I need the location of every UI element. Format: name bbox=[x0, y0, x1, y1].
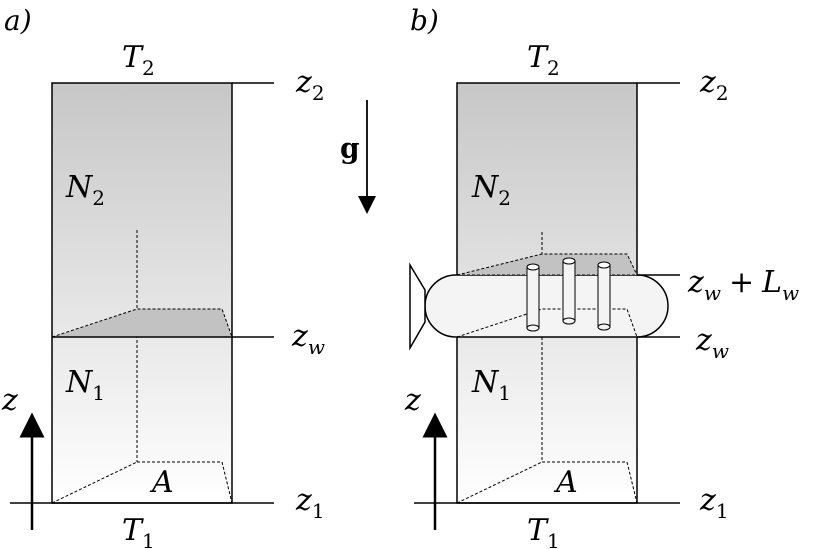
pore bbox=[597, 261, 611, 331]
panel-b-tag: b) bbox=[410, 4, 439, 37]
panel-a-region-upper: N2 bbox=[65, 170, 105, 210]
panel-b-region-lower: N1 bbox=[471, 365, 511, 405]
panel-a-slab bbox=[52, 309, 232, 337]
panel-b-fin bbox=[409, 262, 426, 351]
gravity-label: g bbox=[340, 132, 360, 165]
panel-b-level-top: z2 bbox=[699, 65, 729, 105]
panel-a-column bbox=[51, 82, 233, 504]
panel-b-slab-top bbox=[457, 254, 637, 275]
panel-a-z-axis-label: z bbox=[1, 383, 18, 418]
pore bbox=[562, 257, 576, 325]
panel-a: a) T2 T1 N2 N1 A z2 zw z1 z bbox=[1, 4, 325, 549]
panel-b-membrane-housing bbox=[424, 274, 669, 338]
panel-a-level-bottom: z1 bbox=[295, 483, 325, 523]
panel-a-level-wall: zw bbox=[291, 319, 325, 359]
panel-b-floor-left bbox=[456, 461, 543, 504]
gravity: g bbox=[340, 100, 376, 214]
panel-a-floor-right bbox=[221, 461, 233, 504]
panel-b-slab-bottom-outline bbox=[456, 308, 638, 338]
panel-b-region-upper: N2 bbox=[471, 170, 511, 210]
panel-b-floor-right bbox=[626, 461, 638, 504]
panel-b-level-membrane: zw+Lw bbox=[687, 265, 799, 305]
panel-b: b) bbox=[404, 4, 799, 549]
panel-a-slab-outline bbox=[51, 308, 233, 338]
panel-b-level-bottom: z1 bbox=[699, 483, 729, 523]
panel-b-level-wall: zw bbox=[695, 323, 729, 363]
panel-a-level-top: z2 bbox=[295, 65, 325, 105]
panel-b-slab-top-outline bbox=[456, 253, 638, 276]
panel-b-top-temp: T2 bbox=[527, 40, 560, 80]
panel-b-area: A bbox=[553, 465, 578, 500]
panel-a-region-lower: N1 bbox=[65, 365, 105, 405]
panel-a-area: A bbox=[149, 465, 174, 500]
panel-b-pores bbox=[526, 257, 611, 332]
panel-a-top-temp: T2 bbox=[122, 40, 155, 80]
panel-b-bottom-temp: T1 bbox=[527, 513, 560, 549]
panel-a-tag: a) bbox=[4, 4, 32, 37]
panel-a-bottom-temp: T1 bbox=[122, 513, 155, 549]
panel-a-floor-left bbox=[51, 461, 138, 504]
panel-b-z-axis-label: z bbox=[404, 383, 421, 418]
pore bbox=[526, 263, 540, 332]
